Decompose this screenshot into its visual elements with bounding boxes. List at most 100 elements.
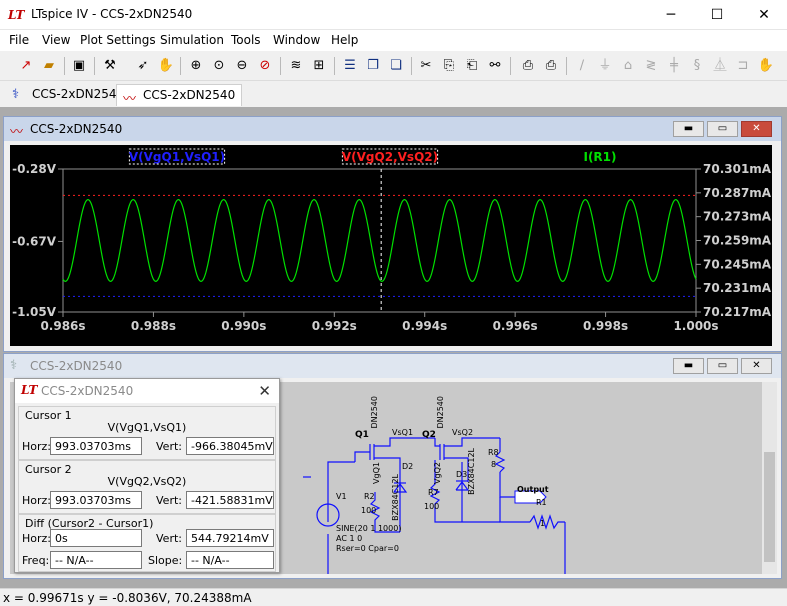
diff-slope-field[interactable]: -- N/A-- xyxy=(186,551,274,569)
inductor-icon[interactable]: § xyxy=(693,58,701,73)
cursor2-vert-label: Vert: xyxy=(156,494,182,507)
window-title: LTspice IV - CCS-2xDN2540 xyxy=(31,7,193,21)
cursor-dialog[interactable]: LT CCS-2xDN2540 ✕ Cursor 1 V(VgQ1,VsQ1) … xyxy=(14,378,280,573)
tab-label: CCS-2xDN2540 xyxy=(143,88,236,102)
maximize-button[interactable]: ☐ xyxy=(710,7,724,23)
schematic-label-vgq1: VgQ1 xyxy=(372,462,381,484)
menu-simulation[interactable]: Simulation xyxy=(160,33,224,47)
child-close-button[interactable]: ✕ xyxy=(741,358,772,374)
open-folder-icon[interactable]: ▰ xyxy=(44,58,54,73)
tab-waveform[interactable]: 〰 CCS-2xDN2540 xyxy=(116,84,243,107)
schematic-label-vgq2: VgQ2 xyxy=(433,462,442,484)
component-icon[interactable]: ⊐ xyxy=(737,58,749,73)
diff-freq-field[interactable]: -- N/A-- xyxy=(50,551,142,569)
zoom-out-icon[interactable]: ⊖ xyxy=(236,58,248,73)
run-icon[interactable]: ➶ xyxy=(137,58,149,73)
save-icon[interactable]: ▣ xyxy=(72,58,86,73)
cursor2-horz-field[interactable]: 993.03703ms xyxy=(50,491,142,509)
diff-vert-label: Vert: xyxy=(156,532,182,545)
cursor1-group: Cursor 1 V(VgQ1,VsQ1) Horz: 993.03703ms … xyxy=(18,406,276,460)
menu-plot-settings[interactable]: Plot Settings xyxy=(80,33,156,47)
cursor2-label: Cursor 2 xyxy=(25,463,72,476)
schematic-v1-spec-ac: AC 1 0 xyxy=(336,534,363,543)
close-icon[interactable]: ✕ xyxy=(258,382,271,400)
menu-bar: File View Plot Settings Simulation Tools… xyxy=(0,30,787,51)
menu-view[interactable]: View xyxy=(42,33,71,47)
schematic-label-r1-value: 1 xyxy=(540,519,546,528)
pan-icon[interactable]: ⊙ xyxy=(213,58,225,73)
scrollbar-thumb[interactable] xyxy=(764,452,775,562)
copy-icon[interactable]: ⎘ xyxy=(443,58,455,73)
find-binoculars-icon[interactable]: ⚯ xyxy=(489,58,501,73)
child-restore-button[interactable]: ▭ xyxy=(707,121,738,137)
halt-hand-icon[interactable]: ✋ xyxy=(157,58,175,73)
y-right-tick-label: 70.217mA xyxy=(703,305,772,319)
trace-label-box xyxy=(128,148,226,165)
capacitor-icon[interactable]: ╪ xyxy=(670,58,678,73)
minimize-button[interactable]: ─ xyxy=(666,7,676,23)
schematic-label-v1: V1 xyxy=(336,492,347,501)
close-button[interactable]: ✕ xyxy=(758,7,770,23)
schematic-window-titlebar[interactable]: ⚕ CCS-2xDN2540 ▬ ▭ ✕ xyxy=(4,354,781,378)
diff-slope-label: Slope: xyxy=(148,554,183,567)
toolbar-separator xyxy=(566,57,567,75)
cascade-windows-icon[interactable]: ❐ xyxy=(367,58,379,73)
ground-icon[interactable]: ⏚ xyxy=(598,58,612,73)
cursor1-vert-field[interactable]: -966.38045mV xyxy=(186,437,274,455)
zoom-cancel-icon[interactable]: ⊘ xyxy=(259,58,271,73)
menu-help[interactable]: Help xyxy=(331,33,359,47)
zoom-in-icon[interactable]: ⊕ xyxy=(190,58,202,73)
child-restore-button[interactable]: ▭ xyxy=(707,358,738,374)
toolbar-separator xyxy=(94,57,95,75)
cursor-dialog-title: CCS-2xDN2540 xyxy=(41,384,134,398)
menu-file[interactable]: File xyxy=(9,33,30,47)
x-tick-label: 1.000s xyxy=(673,319,718,333)
menu-tools[interactable]: Tools xyxy=(231,33,261,47)
trace-label: I(R1) xyxy=(583,150,616,164)
y-left-tick-label: -0.28V xyxy=(12,162,57,176)
label-net-icon[interactable]: ⌂ xyxy=(623,58,633,73)
new-schematic-icon[interactable]: ↗ xyxy=(20,58,32,73)
drag-hand-icon[interactable]: ✋ xyxy=(757,58,775,73)
cursor2-vert-field[interactable]: -421.58831mV xyxy=(186,491,274,509)
control-panel-hammer-icon[interactable]: ⚒ xyxy=(104,58,116,73)
diff-horz-field[interactable]: 0s xyxy=(50,529,142,547)
waveform-settings-icon[interactable]: ⊞ xyxy=(313,58,325,73)
schematic-vertical-scrollbar[interactable] xyxy=(762,382,777,574)
paste-icon[interactable]: ⎗ xyxy=(466,58,478,73)
tile-vertical-icon[interactable]: ❏ xyxy=(390,58,402,73)
schematic-label-vsq2: VsQ2 xyxy=(452,428,474,437)
schematic-label-vsq1: VsQ1 xyxy=(392,428,414,437)
y-right-tick-label: 70.287mA xyxy=(703,186,772,200)
diode-icon[interactable]: ⏅ xyxy=(713,58,727,73)
plot-frame xyxy=(62,168,697,313)
resistor-icon[interactable]: ≷ xyxy=(645,58,657,73)
autorange-icon[interactable]: ≋ xyxy=(290,58,302,73)
child-minimize-button[interactable]: ▬ xyxy=(673,121,704,137)
diff-horz-label: Horz: xyxy=(22,532,52,545)
x-tick-label: 0.986s xyxy=(40,319,85,333)
draw-wire-icon[interactable]: ∕ xyxy=(579,58,585,73)
tab-schematic[interactable]: ⚕ CCS-2xDN2540 xyxy=(6,84,130,106)
child-close-button[interactable]: ✕ xyxy=(741,121,772,137)
diff-vert-field[interactable]: 544.79214mV xyxy=(186,529,274,547)
trace-i-r1 xyxy=(62,199,697,282)
tile-horizontal-icon[interactable]: ☰ xyxy=(344,58,356,73)
waveform-window-titlebar[interactable]: 〰 CCS-2xDN2540 ▬ ▭ ✕ xyxy=(4,117,781,141)
cursor1-horz-field[interactable]: 993.03703ms xyxy=(50,437,142,455)
print-icon[interactable]: ⎙ xyxy=(545,58,557,73)
child-minimize-button[interactable]: ▬ xyxy=(673,358,704,374)
trace-label-box xyxy=(341,148,439,165)
menu-window[interactable]: Window xyxy=(273,33,321,47)
ltspice-logo-icon: LT xyxy=(8,8,25,22)
print-preview-icon[interactable]: ⎙ xyxy=(522,58,534,73)
cut-scissors-icon[interactable]: ✂ xyxy=(420,58,432,73)
diff-label: Diff (Cursor2 - Cursor1) xyxy=(25,517,154,530)
cursor-dialog-titlebar[interactable]: LT CCS-2xDN2540 ✕ xyxy=(15,379,279,403)
schematic-drawing[interactable] xyxy=(10,382,766,574)
schematic-label-q1-part: DN2540 xyxy=(370,396,379,429)
y-right-tick-label: 70.259mA xyxy=(703,234,772,248)
